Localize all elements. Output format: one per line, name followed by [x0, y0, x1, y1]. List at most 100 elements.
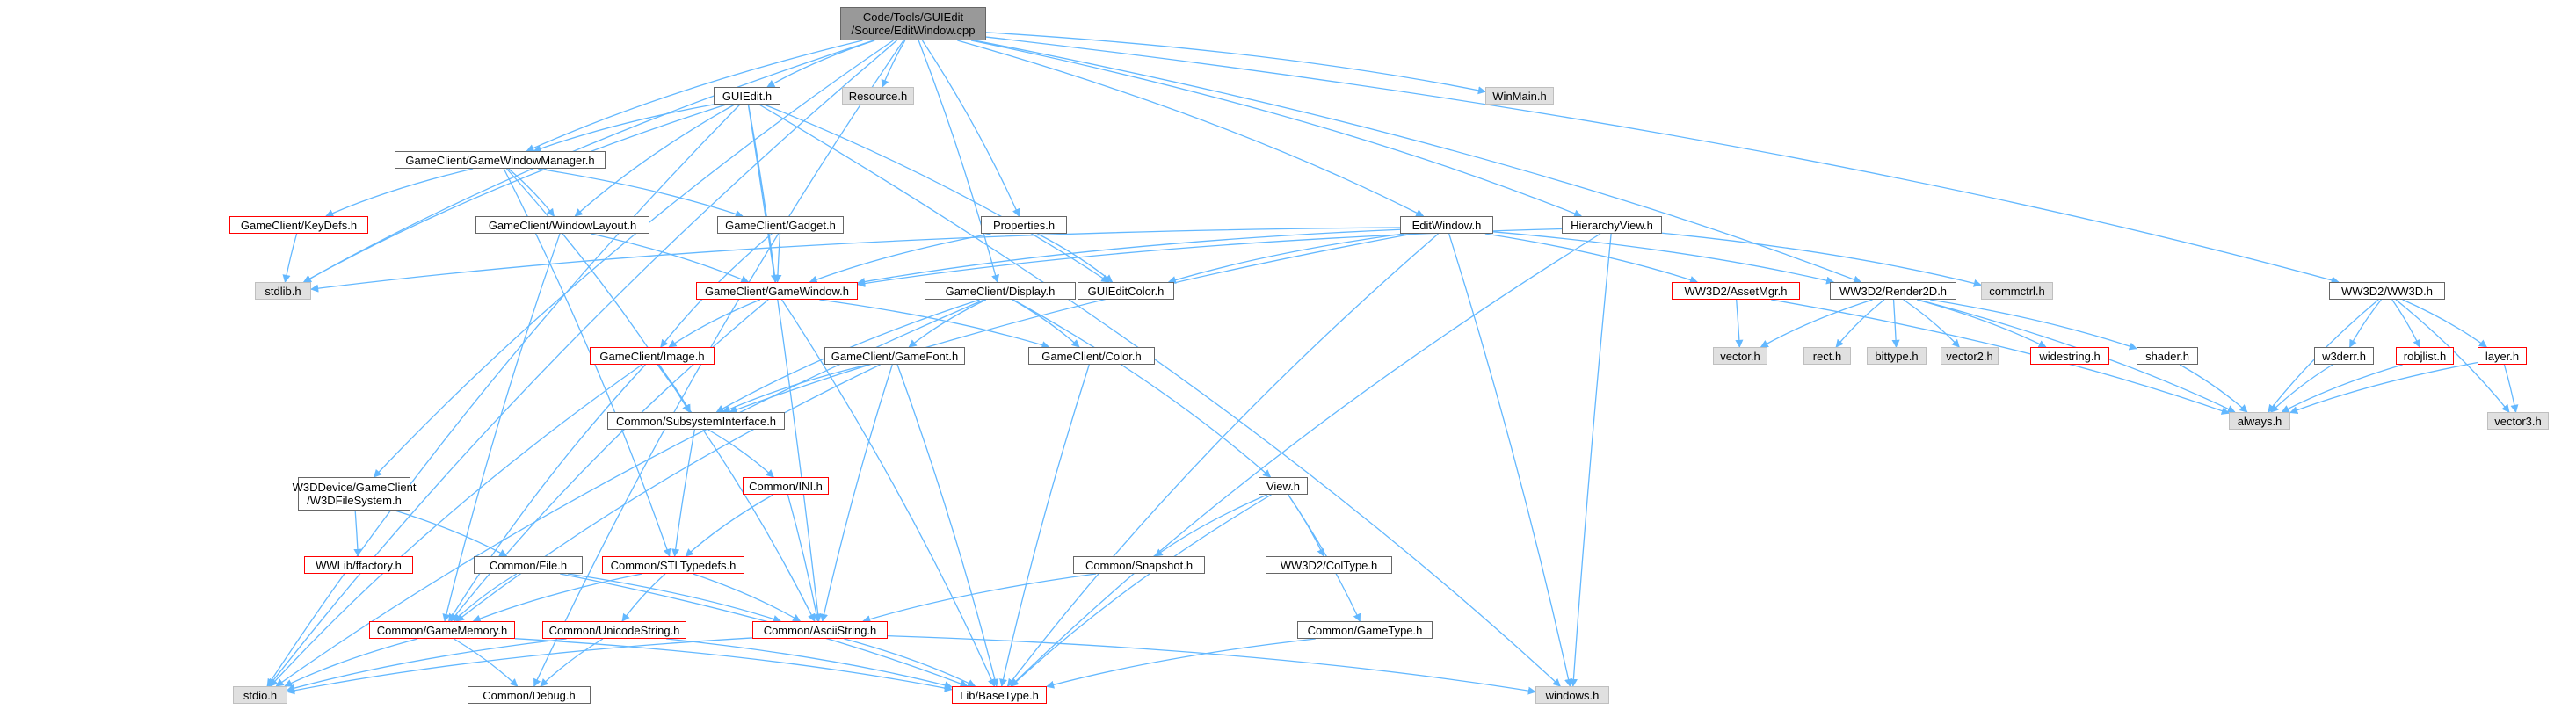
node-file[interactable]: Common/File.h	[474, 556, 583, 574]
edge-gamefont-to-basetype	[896, 364, 999, 687]
edge-shader-to-always	[2179, 364, 2248, 413]
node-stltypedefs[interactable]: Common/STLTypedefs.h	[602, 556, 744, 574]
edge-gamememory-to-stdio	[284, 638, 418, 687]
edge-editwindow-to-render2d	[1492, 231, 1835, 285]
node-vector3[interactable]: vector3.h	[2487, 412, 2549, 430]
edge-ww3d-to-robjlist	[2391, 299, 2420, 348]
node-colltype[interactable]: WW3D2/ColType.h	[1266, 556, 1392, 574]
edge-robjlist-to-always	[2281, 364, 2403, 413]
edge-gamewindow-to-gamememory	[450, 299, 769, 622]
edge-ini-to-stltypedefs	[685, 494, 774, 557]
node-always[interactable]: always.h	[2229, 412, 2290, 430]
node-vector[interactable]: vector.h	[1713, 347, 1767, 365]
node-w3dfs[interactable]: W3DDevice/GameClient /W3DFileSystem.h	[293, 477, 416, 511]
node-basetype[interactable]: Lib/BaseType.h	[952, 686, 1047, 704]
node-vector2[interactable]: vector2.h	[1941, 347, 1999, 365]
edge-unicodestring-to-basetype	[666, 638, 953, 690]
edge-gamefont-to-asciistring	[820, 364, 893, 622]
node-assetmgr[interactable]: WW3D2/AssetMgr.h	[1672, 282, 1800, 300]
edge-keydefs-to-stdlib	[282, 233, 298, 283]
edge-root-to-guiedit	[766, 40, 875, 88]
node-commctrl[interactable]: commctrl.h	[1981, 282, 2053, 300]
node-wwfactory[interactable]: WWLib/ffactory.h	[304, 556, 413, 574]
node-gamefont[interactable]: GameClient/GameFont.h	[824, 347, 965, 365]
node-widestring[interactable]: widestring.h	[2030, 347, 2109, 365]
node-snapshot[interactable]: Common/Snapshot.h	[1073, 556, 1205, 574]
node-robjlist[interactable]: robjlist.h	[2396, 347, 2454, 365]
edge-root-to-display	[918, 40, 1000, 283]
node-unicodestring[interactable]: Common/UnicodeString.h	[542, 621, 686, 639]
node-shader[interactable]: shader.h	[2137, 347, 2198, 365]
edge-w3dfs-to-file	[395, 510, 508, 557]
edge-guiedit-to-winlayout	[574, 104, 736, 217]
edge-image-to-gamememory	[448, 364, 646, 622]
edge-gamefont-to-subsys	[722, 364, 868, 413]
node-asciistring[interactable]: Common/AsciiString.h	[752, 621, 888, 639]
node-stdio[interactable]: stdio.h	[233, 686, 287, 704]
node-resource[interactable]: Resource.h	[842, 87, 914, 105]
edge-gwm-to-winlayout	[508, 168, 555, 217]
edge-w3derr-to-always	[2270, 364, 2333, 413]
node-winmain[interactable]: WinMain.h	[1485, 87, 1554, 105]
edge-gwm-to-subsys	[506, 168, 691, 413]
edge-ini-to-asciistring	[787, 494, 821, 622]
node-editwindow[interactable]: EditWindow.h	[1400, 216, 1493, 234]
node-gamememory[interactable]: Common/GameMemory.h	[369, 621, 515, 639]
edge-editwindow-to-windows	[1448, 233, 1572, 687]
node-render2d[interactable]: WW3D2/Render2D.h	[1830, 282, 1956, 300]
edge-gamefont-to-gamememory	[455, 364, 881, 622]
node-image[interactable]: GameClient/Image.h	[590, 347, 715, 365]
edge-color-to-basetype	[999, 364, 1090, 687]
edge-guiedit-to-stdio	[266, 104, 741, 687]
edge-snapshot-to-asciistring	[862, 573, 1097, 624]
edge-hierarchy-to-basetype	[1010, 233, 1601, 687]
edge-root-to-render2d	[974, 40, 1862, 284]
edge-file-to-gamememory	[453, 573, 518, 622]
edge-render2d-to-rect	[1835, 299, 1885, 348]
node-properties[interactable]: Properties.h	[981, 216, 1067, 234]
edge-hierarchy-to-windows	[1569, 233, 1612, 687]
edge-editwindow-to-subsys	[729, 233, 1413, 414]
node-hierarchy[interactable]: HierarchyView.h	[1562, 216, 1662, 234]
edge-gamememory-to-basetype	[514, 638, 953, 692]
node-gamewindow[interactable]: GameClient/GameWindow.h	[696, 282, 858, 300]
node-winlayout[interactable]: GameClient/WindowLayout.h	[475, 216, 649, 234]
edge-layer-to-vector3	[2503, 364, 2519, 413]
node-color[interactable]: GameClient/Color.h	[1028, 347, 1155, 365]
node-view[interactable]: View.h	[1259, 477, 1308, 495]
edge-root-to-properties	[921, 40, 1020, 217]
edge-hierarchy-to-commctrl	[1661, 232, 1982, 287]
node-bittype[interactable]: bittype.h	[1867, 347, 1927, 365]
edge-ww3d-to-w3derr	[2349, 299, 2382, 348]
edge-render2d-to-bittype	[1891, 299, 1900, 348]
edge-root-to-hierarchy	[970, 40, 1583, 218]
edge-gametype-to-basetype	[1046, 638, 1316, 689]
node-gwm[interactable]: GameClient/GameWindowManager.h	[395, 151, 606, 169]
node-guiedit[interactable]: GUIEdit.h	[714, 87, 780, 105]
node-guieditcolor[interactable]: GUIEditColor.h	[1078, 282, 1174, 300]
edge-unicodestring-to-stdio	[287, 638, 567, 692]
node-subsys[interactable]: Common/SubsystemInterface.h	[607, 412, 785, 430]
node-keydefs[interactable]: GameClient/KeyDefs.h	[229, 216, 368, 234]
edge-stltypedefs-to-unicodestring	[621, 573, 666, 622]
edge-guiedit-to-windows	[758, 104, 1561, 687]
node-layer[interactable]: layer.h	[2478, 347, 2527, 365]
node-gadget[interactable]: GameClient/Gadget.h	[717, 216, 844, 234]
node-display[interactable]: GameClient/Display.h	[925, 282, 1076, 300]
node-stdlib[interactable]: stdlib.h	[255, 282, 311, 300]
edge-root-to-editwindow	[957, 40, 1425, 217]
edge-layer-to-always	[2289, 361, 2478, 414]
edge-stltypedefs-to-gamememory	[472, 573, 642, 623]
edge-gamememory-to-debug	[454, 638, 519, 687]
node-rect[interactable]: rect.h	[1803, 347, 1851, 365]
node-ww3d[interactable]: WW3D2/WW3D.h	[2329, 282, 2445, 300]
node-root[interactable]: Code/Tools/GUIEdit /Source/EditWindow.cp…	[840, 7, 986, 40]
edge-gamewindow-to-image	[668, 299, 761, 348]
node-ini[interactable]: Common/INI.h	[743, 477, 829, 495]
node-windows[interactable]: windows.h	[1535, 686, 1609, 704]
node-gametype[interactable]: Common/GameType.h	[1297, 621, 1433, 639]
edge-guiedit-to-gwm	[533, 104, 715, 153]
edge-guiedit-to-guieditcolor	[764, 104, 1110, 283]
node-debug[interactable]: Common/Debug.h	[468, 686, 591, 704]
node-w3derr[interactable]: w3derr.h	[2314, 347, 2374, 365]
